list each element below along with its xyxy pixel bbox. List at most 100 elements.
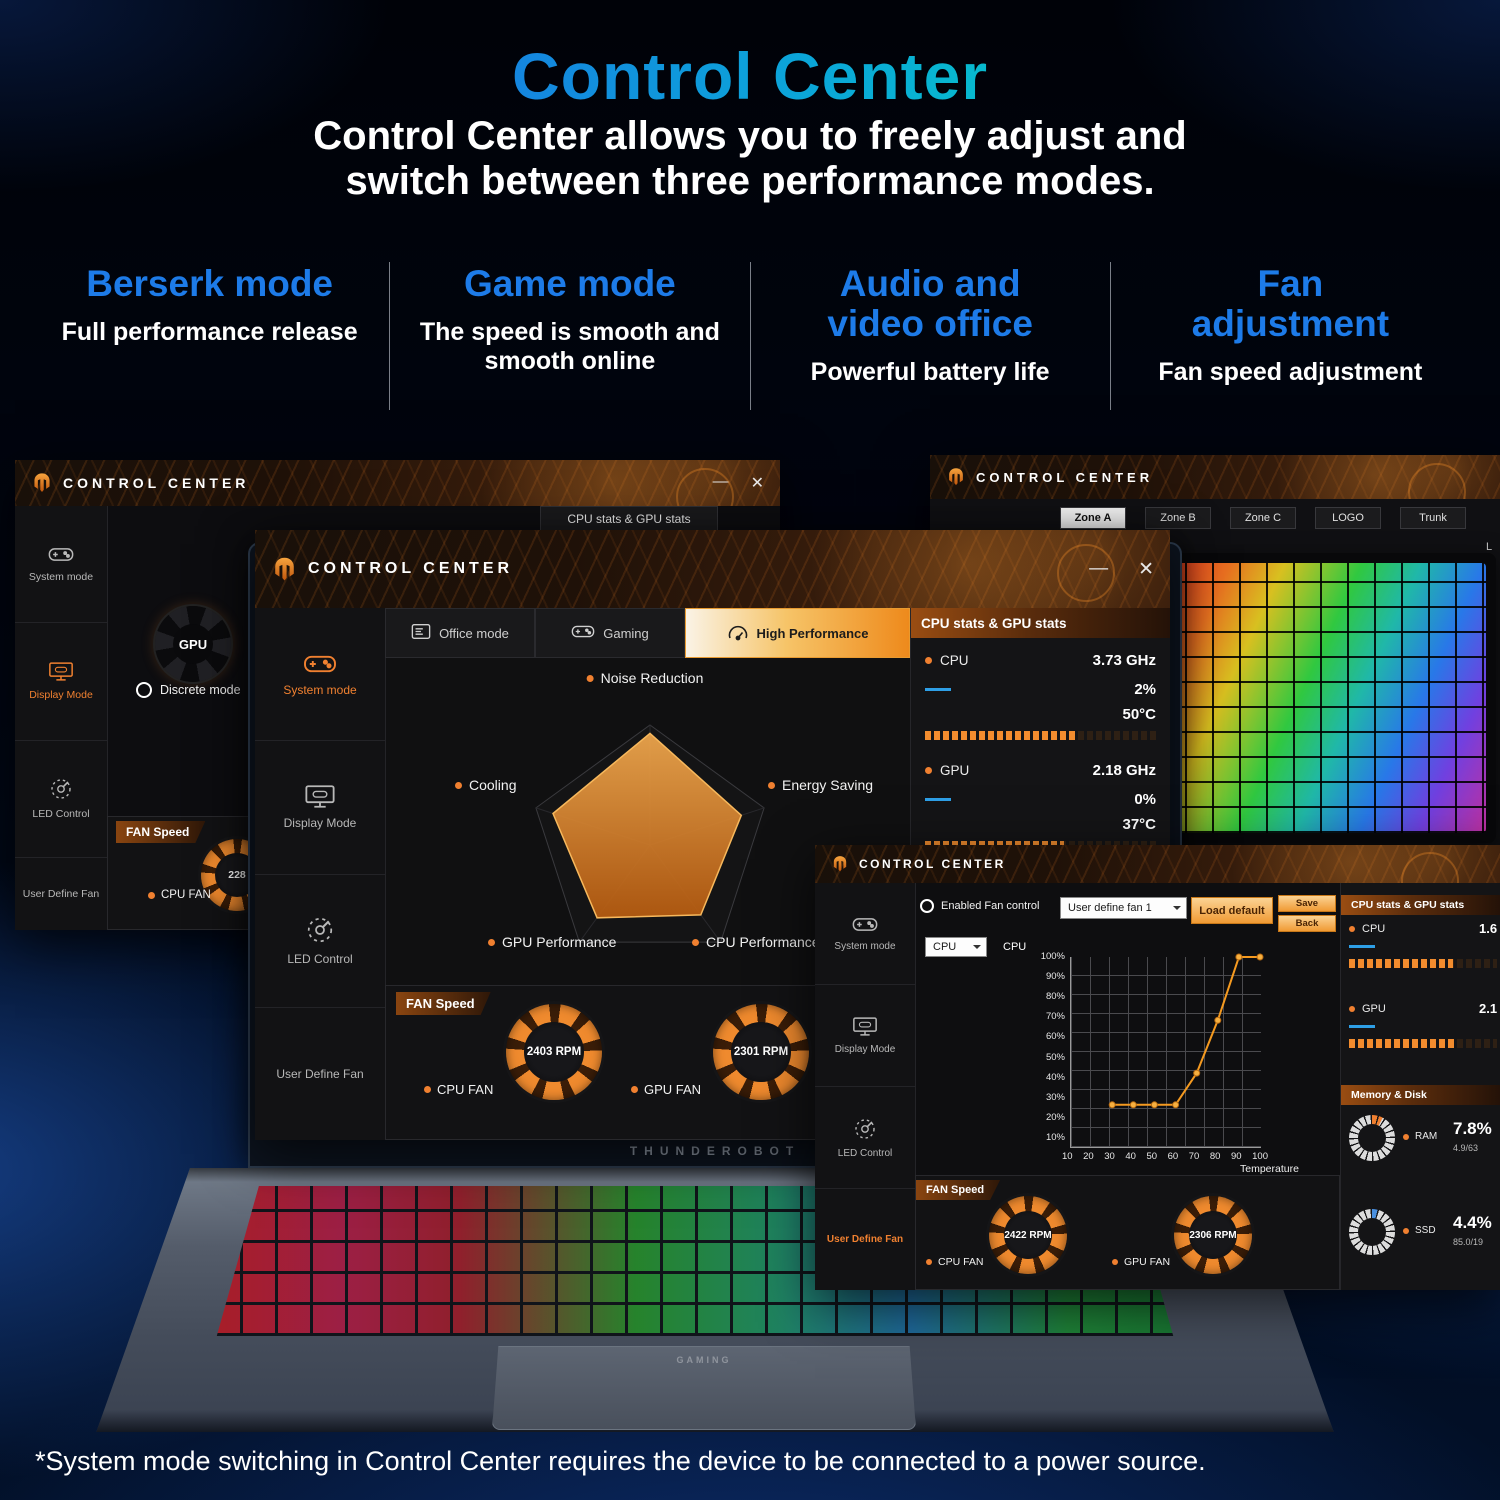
tick-label: 80% bbox=[1045, 991, 1065, 1003]
gpu-usage: 0% bbox=[1134, 791, 1156, 808]
sidebar-item-label: LED Control bbox=[837, 1147, 893, 1159]
save-button[interactable]: Save bbox=[1278, 895, 1336, 912]
sidebar-item-label: System mode bbox=[283, 682, 357, 697]
feature-desc: The speed is smooth and smooth online bbox=[419, 317, 720, 376]
sidebar-item-user-define-fan[interactable]: User Define Fan bbox=[255, 1008, 385, 1140]
fan-curve-points[interactable] bbox=[1108, 953, 1264, 1109]
cpu-label: CPU bbox=[940, 653, 969, 668]
gpu-fan-gauge: 2301 RPM bbox=[713, 1004, 809, 1100]
cpu-label: CPU bbox=[1362, 923, 1386, 935]
sidebar-item-display-mode[interactable]: Display Mode bbox=[815, 985, 915, 1087]
back-button[interactable]: Back bbox=[1278, 915, 1336, 932]
app-logo-icon bbox=[831, 855, 849, 873]
x-axis-label: Temperature bbox=[1240, 1163, 1299, 1175]
tab-trunk[interactable]: Trunk bbox=[1400, 507, 1466, 529]
sidebar-item-led-control[interactable]: LED Control bbox=[15, 741, 107, 858]
orange-dot-icon bbox=[586, 674, 594, 682]
orange-dot-icon bbox=[424, 1086, 431, 1093]
tab-office-mode[interactable]: Office mode bbox=[385, 608, 535, 658]
laptop-brand: THUNDEROBOT bbox=[629, 1144, 801, 1158]
feature-game-mode: Game mode The speed is smooth and smooth… bbox=[390, 256, 749, 377]
rgb-keyboard-preview bbox=[1148, 553, 1496, 843]
sidebar-item-label: Display Mode bbox=[834, 1044, 896, 1055]
app-title: CONTROL CENTER bbox=[308, 560, 514, 577]
cpu-frequency: 3.73 GHz bbox=[1092, 652, 1156, 669]
radar-grid bbox=[535, 724, 765, 943]
orange-dot-icon bbox=[488, 938, 495, 946]
ram-detail: 4.9/63 bbox=[1453, 1143, 1479, 1153]
tab-zone-c[interactable]: Zone C bbox=[1230, 507, 1296, 529]
tick-label: 80 bbox=[1209, 1151, 1221, 1162]
mode-tabs: Office mode Gaming High Performance bbox=[385, 608, 910, 658]
sidebar-item-user-define-fan[interactable]: User Define Fan bbox=[15, 858, 107, 930]
ram-usage-donut bbox=[1349, 1115, 1395, 1161]
discrete-mode-radio[interactable]: Discrete mode bbox=[136, 682, 241, 698]
sidebar-item-system-mode[interactable]: System mode bbox=[815, 883, 915, 985]
tick-label: 50% bbox=[1045, 1051, 1065, 1063]
tick-label: 60% bbox=[1045, 1031, 1065, 1043]
feature-list: Berserk mode Full performance release Ga… bbox=[30, 256, 1470, 410]
gauge-icon bbox=[727, 623, 749, 644]
sidebar-item-led-control[interactable]: LED Control bbox=[815, 1087, 915, 1189]
sidebar-item-label: User Define Fan bbox=[22, 887, 100, 900]
minimize-button[interactable]: — bbox=[712, 473, 729, 490]
sidebar-item-led-control[interactable]: LED Control bbox=[255, 875, 385, 1008]
radar-label-energy-saving: Energy Saving bbox=[768, 777, 873, 793]
tab-logo[interactable]: LOGO bbox=[1315, 507, 1381, 529]
gpu-temperature: 37°C bbox=[1122, 816, 1156, 833]
tab-high-performance[interactable]: High Performance bbox=[685, 608, 910, 658]
tab-gaming[interactable]: Gaming bbox=[535, 608, 685, 658]
feature-title: Audio and video office bbox=[827, 263, 1033, 344]
app-title: CONTROL CENTER bbox=[859, 857, 1006, 871]
enable-fan-control-radio[interactable]: Enabled Fan control bbox=[920, 899, 1039, 913]
ram-label: RAM bbox=[1415, 1131, 1438, 1142]
radio-icon bbox=[136, 682, 152, 698]
gpu-load-bar bbox=[1349, 1039, 1497, 1048]
gpu-usage-indicator bbox=[1349, 1025, 1375, 1028]
hero-section: Control Center Control Center allows you… bbox=[0, 38, 1500, 204]
orange-dot-icon bbox=[925, 657, 932, 664]
orange-dot-icon bbox=[148, 891, 155, 899]
sidebar-item-system-mode[interactable]: System mode bbox=[255, 608, 385, 742]
footnote: *System mode switching in Control Center… bbox=[35, 1446, 1206, 1476]
sidebar-item-user-define-fan[interactable]: User Define Fan bbox=[815, 1189, 915, 1290]
cpu-load-bar bbox=[1349, 959, 1497, 968]
led-dial-icon bbox=[305, 915, 335, 945]
window-titlebar[interactable]: CONTROL CENTER — ✕ bbox=[255, 530, 1170, 608]
cpu-frequency: 1.6 bbox=[1479, 921, 1498, 936]
radar-data-polygon bbox=[552, 732, 743, 919]
orange-dot-icon bbox=[1112, 1259, 1118, 1265]
sidebar-item-display-mode[interactable]: Display Mode bbox=[15, 623, 107, 741]
sidebar-item-system-mode[interactable]: System mode bbox=[15, 506, 107, 624]
sidebar-item-display-mode[interactable]: Display Mode bbox=[255, 741, 385, 875]
tick-label: 100 bbox=[1252, 1151, 1268, 1162]
orange-dot-icon bbox=[926, 1259, 932, 1265]
sidebar: System mode Display Mode LED Control Use… bbox=[255, 608, 386, 1140]
tab-zone-b[interactable]: Zone B bbox=[1145, 507, 1211, 529]
window-titlebar[interactable]: CONTROL CENTER bbox=[815, 845, 1500, 883]
fan-curve-y-ticks: 100%90%80%70%60%50%40%30%20%10% bbox=[1023, 951, 1065, 1143]
gamepad-icon bbox=[571, 623, 595, 643]
close-button[interactable]: ✕ bbox=[750, 475, 764, 492]
close-button[interactable]: ✕ bbox=[1138, 558, 1154, 580]
load-default-button[interactable]: Load default bbox=[1191, 897, 1273, 924]
fan-curve-overlay bbox=[1108, 953, 1264, 1109]
cpu-fan-gauge: 2422 RPM bbox=[989, 1196, 1067, 1274]
tab-zone-a[interactable]: Zone A bbox=[1060, 507, 1126, 529]
fan-target-select[interactable]: CPU bbox=[925, 937, 987, 957]
cpu-fan-label: CPU FAN bbox=[926, 1256, 984, 1268]
radio-label: Discrete mode bbox=[160, 683, 241, 697]
gpu-badge-label: GPU bbox=[173, 624, 213, 664]
fan-speed-panel: FAN Speed 2403 RPM CPU FAN 2301 RPM GPU … bbox=[385, 985, 910, 1140]
window-titlebar[interactable]: CONTROL CENTER bbox=[930, 455, 1500, 499]
minimize-button[interactable]: — bbox=[1089, 557, 1109, 579]
app-logo-icon bbox=[31, 472, 53, 494]
stats-panel-header: CPU stats & GPU stats bbox=[1341, 895, 1500, 915]
zone-tabs: Zone A Zone B Zone C LOGO Trunk bbox=[1060, 507, 1466, 529]
window-titlebar[interactable]: CONTROL CENTER — ✕ bbox=[15, 460, 780, 506]
feature-desc: Powerful battery life bbox=[810, 357, 1050, 386]
cpu-fan-gauge: 2403 RPM bbox=[506, 1004, 602, 1100]
fan-preset-select[interactable]: User define fan 1 bbox=[1060, 897, 1187, 919]
fan-speed-panel: FAN Speed 2422 RPM CPU FAN 2306 RPM GPU … bbox=[915, 1175, 1340, 1290]
stats-panel-header: CPU stats & GPU stats bbox=[911, 608, 1170, 638]
